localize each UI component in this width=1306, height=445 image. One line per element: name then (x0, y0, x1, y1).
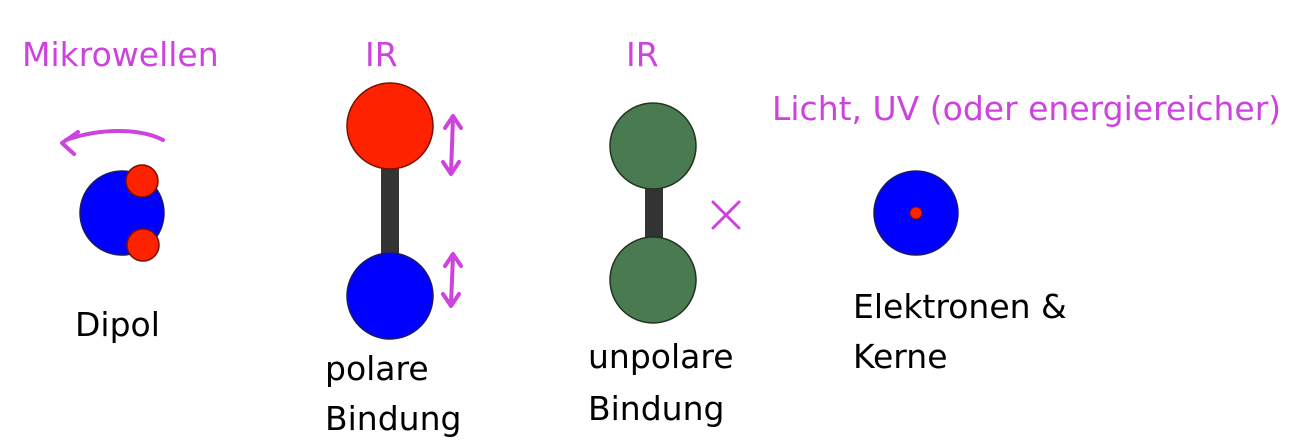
caption-polar-line2: Bindung (325, 399, 462, 438)
nonpolar-bond-stick (645, 180, 663, 250)
rotation-arrow-icon (60, 129, 165, 156)
dipole-top-atom (125, 164, 159, 198)
nonpolar-bond-molecule (609, 102, 697, 324)
caption-dipole: Dipol (75, 305, 160, 344)
caption-nonpolar-line1: unpolare (588, 337, 734, 376)
nonpolar-top-atom (609, 102, 697, 190)
radiation-label-microwaves: Mikrowellen (22, 35, 219, 74)
radiation-label-ir-polar: IR (365, 35, 398, 74)
dipole-molecule (79, 164, 165, 262)
radiation-label-ir-nonpolar: IR (626, 35, 659, 74)
polar-bond-stick (381, 165, 399, 265)
caption-electrons-line2: Kerne (853, 337, 948, 376)
atom-electron-nucleus (873, 170, 959, 256)
caption-polar-line1: polare (325, 349, 429, 388)
vibration-arrow-top-icon (441, 114, 463, 176)
vibration-arrow-bottom-icon (441, 252, 463, 308)
polar-top-atom (346, 82, 434, 170)
nonpolar-bottom-atom (609, 236, 697, 324)
polar-bond-molecule (346, 82, 434, 340)
caption-nonpolar-line2: Bindung (588, 389, 725, 428)
caption-electrons-line1: Elektronen & (853, 287, 1067, 326)
polar-bottom-atom (346, 252, 434, 340)
dipole-bottom-atom (126, 228, 160, 262)
cross-mark-icon (711, 200, 741, 230)
nucleus (909, 206, 923, 220)
radiation-label-light-uv: Licht, UV (oder energiereicher) (772, 89, 1282, 128)
